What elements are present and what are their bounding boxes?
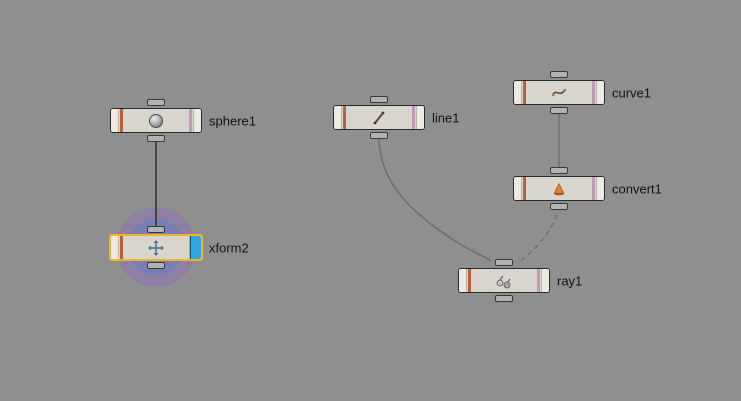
left-flag-strip[interactable] [459, 269, 467, 292]
node-label: ray1 [557, 273, 583, 288]
left-color-stripe [343, 106, 346, 129]
node-body[interactable] [110, 108, 202, 133]
node-curve1[interactable]: curve1 [513, 71, 651, 114]
right-color-stripe [592, 81, 595, 104]
right-flag-strip[interactable] [416, 106, 424, 129]
line-icon [370, 109, 388, 127]
left-color-stripe [120, 109, 123, 132]
output-connector[interactable] [550, 203, 568, 210]
transform-icon [147, 239, 165, 257]
left-flag-strip[interactable] [514, 81, 522, 104]
input-connector[interactable] [147, 99, 165, 106]
output-connector[interactable] [550, 107, 568, 114]
wire-convert1-ray1-dashed[interactable] [519, 205, 560, 262]
node-label: line1 [432, 110, 460, 125]
node-label: curve1 [612, 85, 652, 100]
input-connector[interactable] [495, 259, 513, 266]
right-color-stripe [189, 109, 192, 132]
right-color-stripe [412, 106, 415, 129]
left-color-stripe [120, 236, 123, 259]
node-xform2[interactable]: xform2 [109, 226, 249, 269]
input-connector[interactable] [370, 96, 388, 103]
right-flag-strip[interactable] [596, 81, 604, 104]
curve-icon [550, 84, 568, 102]
node-sphere1[interactable]: sphere1 [110, 99, 256, 142]
output-connector[interactable] [495, 295, 513, 302]
convert-icon [550, 180, 568, 198]
input-connector[interactable] [550, 167, 568, 174]
left-flag-strip[interactable] [111, 109, 119, 132]
right-flag-strip[interactable] [596, 177, 604, 200]
node-label: convert1 [612, 181, 662, 196]
node-convert1[interactable]: convert1 [513, 167, 662, 210]
right-color-stripe [537, 269, 540, 292]
node-label: sphere1 [209, 113, 256, 128]
sphere-icon [147, 112, 165, 130]
node-ray1[interactable]: ray1 [458, 259, 582, 302]
right-color-stripe [592, 177, 595, 200]
right-flag-strip[interactable] [541, 269, 549, 292]
input-connector[interactable] [550, 71, 568, 78]
left-flag-strip[interactable] [111, 236, 119, 259]
ray-icon [495, 272, 513, 290]
node-body[interactable] [109, 234, 203, 261]
output-connector[interactable] [370, 132, 388, 139]
node-body[interactable] [513, 80, 605, 105]
node-line1[interactable]: line1 [333, 96, 459, 139]
left-color-stripe [468, 269, 471, 292]
output-connector[interactable] [147, 262, 165, 269]
node-body[interactable] [333, 105, 425, 130]
wire-line1-ray1[interactable] [378, 137, 492, 262]
right-flag-strip[interactable] [193, 109, 201, 132]
left-color-stripe [523, 81, 526, 104]
left-color-stripe [523, 177, 526, 200]
node-body[interactable] [513, 176, 605, 201]
input-connector[interactable] [147, 226, 165, 233]
node-label: xform2 [209, 240, 249, 255]
output-connector[interactable] [147, 135, 165, 142]
node-body[interactable] [458, 268, 550, 293]
left-flag-strip[interactable] [514, 177, 522, 200]
left-flag-strip[interactable] [334, 106, 342, 129]
display-flag[interactable] [190, 236, 201, 259]
